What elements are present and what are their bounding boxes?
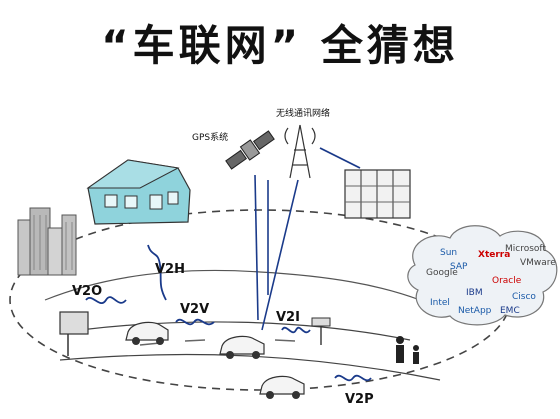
wave-v2i [281, 326, 311, 334]
road-centerline [139, 338, 296, 346]
cloud-logo-4: SAP [450, 262, 468, 272]
cloud-logo-1: IBM [466, 288, 483, 298]
roadside-sign-icon [59, 311, 89, 356]
cloud-logo-2: Oracle [492, 276, 522, 286]
car-icon-1 [125, 321, 169, 345]
signal-beams [254, 174, 299, 331]
satellite-icon [225, 130, 275, 170]
wave-v2o [85, 296, 127, 304]
cloud-logo-6: Cisco [512, 292, 536, 302]
server-rack-icon [344, 169, 411, 219]
car-icon-2 [219, 335, 265, 359]
road-edge-far [79, 321, 411, 341]
cloud-logo-10: Microsoft [505, 244, 546, 254]
roadside-unit-icon [311, 317, 331, 345]
gps-label: GPS系统 [192, 133, 229, 143]
wave-v2h [147, 244, 167, 301]
antenna-tower-icon [284, 124, 316, 179]
wireless-network-label: 无线通讯网络 [276, 109, 331, 119]
cloud-logo-7: EMC [500, 306, 520, 316]
page-title: “车联网” 全猜想 [101, 21, 459, 70]
car-icon-3 [259, 375, 305, 399]
house-icon [86, 159, 191, 225]
v2h-label: V2H [155, 262, 185, 277]
wave-v2p [334, 374, 372, 382]
cloud-logo-0: Xterra [478, 250, 511, 260]
cloud-logo-5: Intel [430, 298, 450, 308]
city-buildings-icon [17, 207, 77, 276]
pedestrians-icon [396, 336, 419, 364]
cloud-services-icon [407, 225, 558, 326]
v2i-label: V2I [276, 310, 300, 325]
cloud-logo-11: Sun [440, 248, 458, 258]
tower-server-link [319, 147, 361, 169]
wave-v2v [175, 318, 215, 326]
cloud-logo-8: NetApp [458, 306, 492, 316]
cloud-logo-3: Google [426, 268, 458, 278]
road-edge-near [59, 353, 441, 381]
v2p-label: V2P [345, 392, 374, 407]
hill-horizon [44, 269, 421, 301]
communication-waves [85, 244, 372, 382]
cloud-logo-9: VMware [520, 258, 556, 268]
v2v-label: V2V [180, 302, 210, 317]
v2o-label: V2O [72, 284, 103, 299]
